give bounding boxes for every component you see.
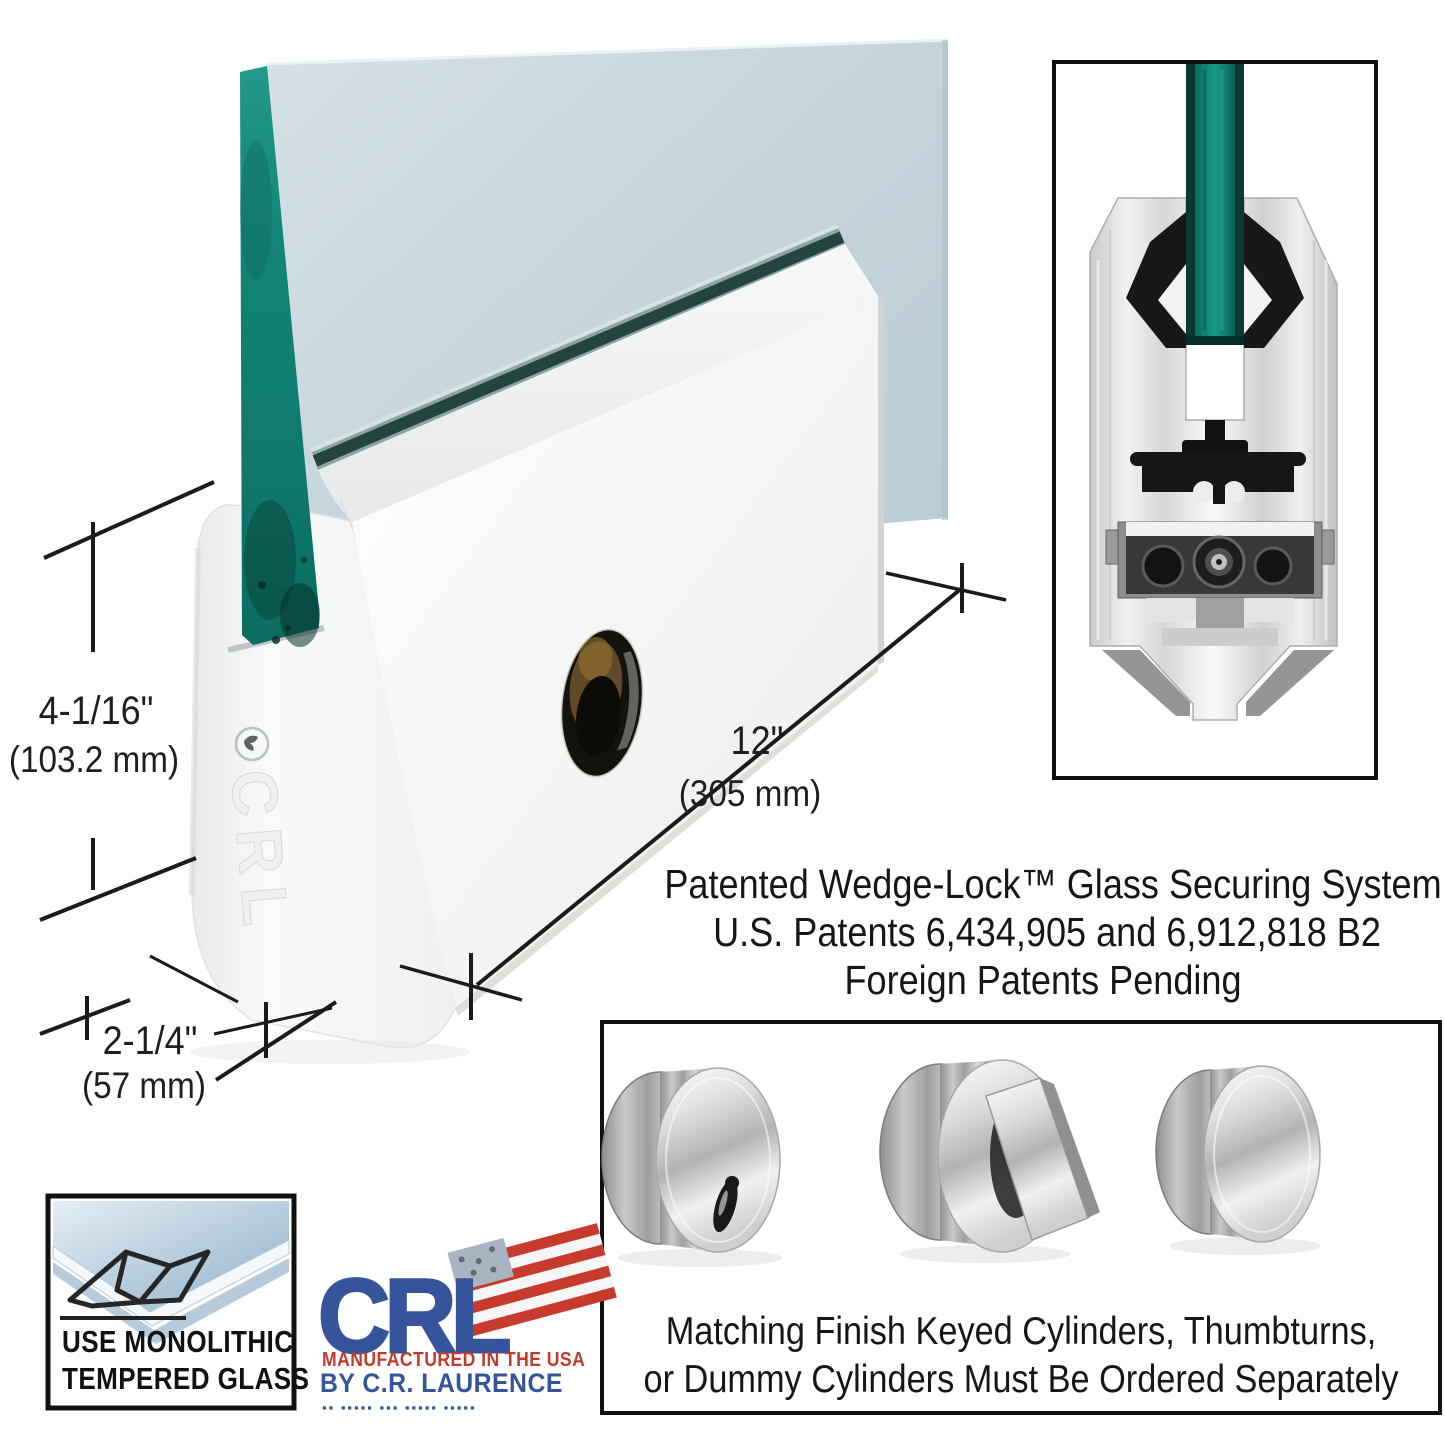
- keyed-cylinder: [601, 1067, 781, 1253]
- crl-logo: CRL MANUFACTURED IN THE USA BY C.R. LAUR…: [317, 1223, 617, 1415]
- rail-top-bevel: [318, 244, 878, 522]
- dimension-lines: [39, 480, 1007, 1082]
- monolithic-glass-icon: [67, 1249, 211, 1309]
- tempered-badge-line1: USE MONOLITHIC: [62, 1325, 293, 1360]
- cylinders-box: Matching Finish Keyed Cylinders, Thumbtu…: [600, 1020, 1442, 1415]
- thumbturn-cylinder: [879, 1059, 1100, 1253]
- depth-dimension-imperial: 2-1/4": [103, 1019, 198, 1063]
- patent-note: Patented Wedge-Lock™ Glass Securing Syst…: [664, 862, 1441, 1004]
- crl-tagline-blue: BY C.R. LAURENCE: [320, 1369, 563, 1398]
- depth-dimension-metric: (57 mm): [82, 1065, 206, 1106]
- crl-letters: CRL: [318, 1257, 509, 1375]
- dummy-cylinder: [1155, 1065, 1321, 1243]
- crl-tagline-red: MANUFACTURED IN THE USA: [322, 1348, 585, 1370]
- us-flag-icon: [447, 1223, 617, 1337]
- cylinders-caption-line1: Matching Finish Keyed Cylinders, Thumbtu…: [666, 1309, 1377, 1353]
- dimension-labels: 4-1/16" (103.2 mm) 2-1/4" (57 mm) 12" (3…: [9, 689, 821, 1106]
- lock-cylinder-hole: [560, 628, 644, 778]
- height-dimension-metric: (103.2 mm): [9, 739, 179, 780]
- length-dimension-imperial: 12": [731, 719, 784, 763]
- patent-note-line3: Foreign Patents Pending: [844, 958, 1241, 1004]
- cross-section-glass: [1186, 64, 1244, 345]
- crl-fine-print: ▪▪ ▪▪▪▪▪ ▪▪▪ ▪▪▪▪▪ ▪▪▪▪▪: [322, 1400, 477, 1415]
- patent-note-line2: U.S. Patents 6,434,905 and 6,912,818 B2: [713, 910, 1381, 956]
- cross-section-inset: [1052, 60, 1378, 780]
- eagle-emblem-icon: [234, 726, 270, 762]
- tempered-glass-badge: USE MONOLITHIC TEMPERED GLASS: [45, 1193, 309, 1411]
- cylinders-caption-line2: or Dummy Cylinders Must Be Ordered Separ…: [644, 1357, 1400, 1401]
- glass-edge-strip: [240, 66, 320, 647]
- main-product-photo: CRL: [189, 38, 949, 1064]
- tempered-badge-line2: TEMPERED GLASS: [62, 1362, 309, 1397]
- height-dimension-imperial: 4-1/16": [39, 689, 154, 733]
- length-dimension-metric: (305 mm): [679, 773, 821, 814]
- rail-embossed-logo: CRL: [217, 767, 303, 940]
- patent-note-line1: Patented Wedge-Lock™ Glass Securing Syst…: [664, 862, 1441, 908]
- keyhole-icon: [713, 1175, 740, 1233]
- glass-sheet-icon: [52, 1201, 290, 1344]
